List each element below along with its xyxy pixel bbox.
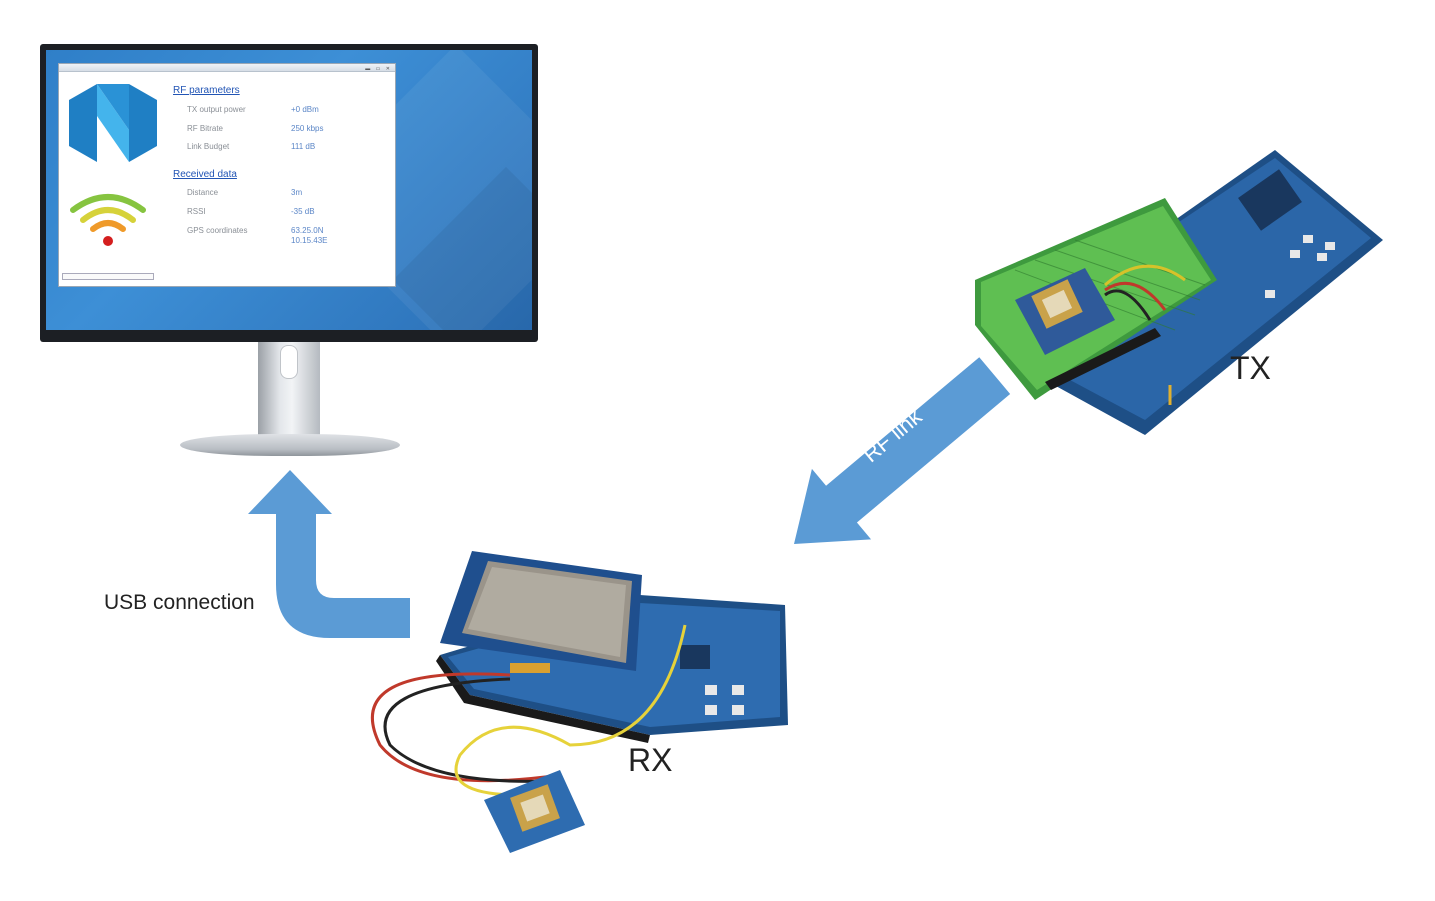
param-label: GPS coordinates <box>187 226 248 235</box>
param-label: RF Bitrate <box>187 124 224 133</box>
app-window: ▬ ▭ ✕ RF parameters TX output power +0 d… <box>58 63 396 287</box>
param-value: +0 dBm <box>291 105 319 114</box>
param-label: RSSI <box>187 207 206 216</box>
rx-label: RX <box>628 742 673 778</box>
rf-parameters-title: RF parameters <box>173 85 240 96</box>
param-label: Link Budget <box>187 142 230 151</box>
param-value: 250 kbps <box>291 124 324 133</box>
param-label: TX output power <box>187 105 246 114</box>
param-value: 3m <box>291 188 303 197</box>
param-label: Distance <box>187 188 219 197</box>
nordic-logo-icon <box>69 84 157 162</box>
tx-label: TX <box>1230 350 1271 386</box>
app-titlebar: ▬ ▭ ✕ <box>59 64 395 72</box>
wifi-signal-icon <box>70 194 146 246</box>
port-select[interactable] <box>62 273 154 280</box>
monitor-stand-slot <box>280 345 298 379</box>
received-data-title: Received data <box>173 169 237 180</box>
param-value: 111 dB <box>291 142 316 151</box>
tx-board <box>975 150 1383 435</box>
usb-arrow <box>248 470 410 638</box>
param-value: -35 dB <box>291 207 315 216</box>
rx-board <box>370 551 788 853</box>
usb-connection-label: USB connection <box>104 591 255 614</box>
window-controls[interactable]: ▬ ▭ ✕ <box>365 66 392 72</box>
param-value: 63.25.0N 10.15.43E <box>291 226 328 245</box>
monitor-stand-base <box>180 434 400 456</box>
rf-link-arrow <box>794 357 1011 544</box>
